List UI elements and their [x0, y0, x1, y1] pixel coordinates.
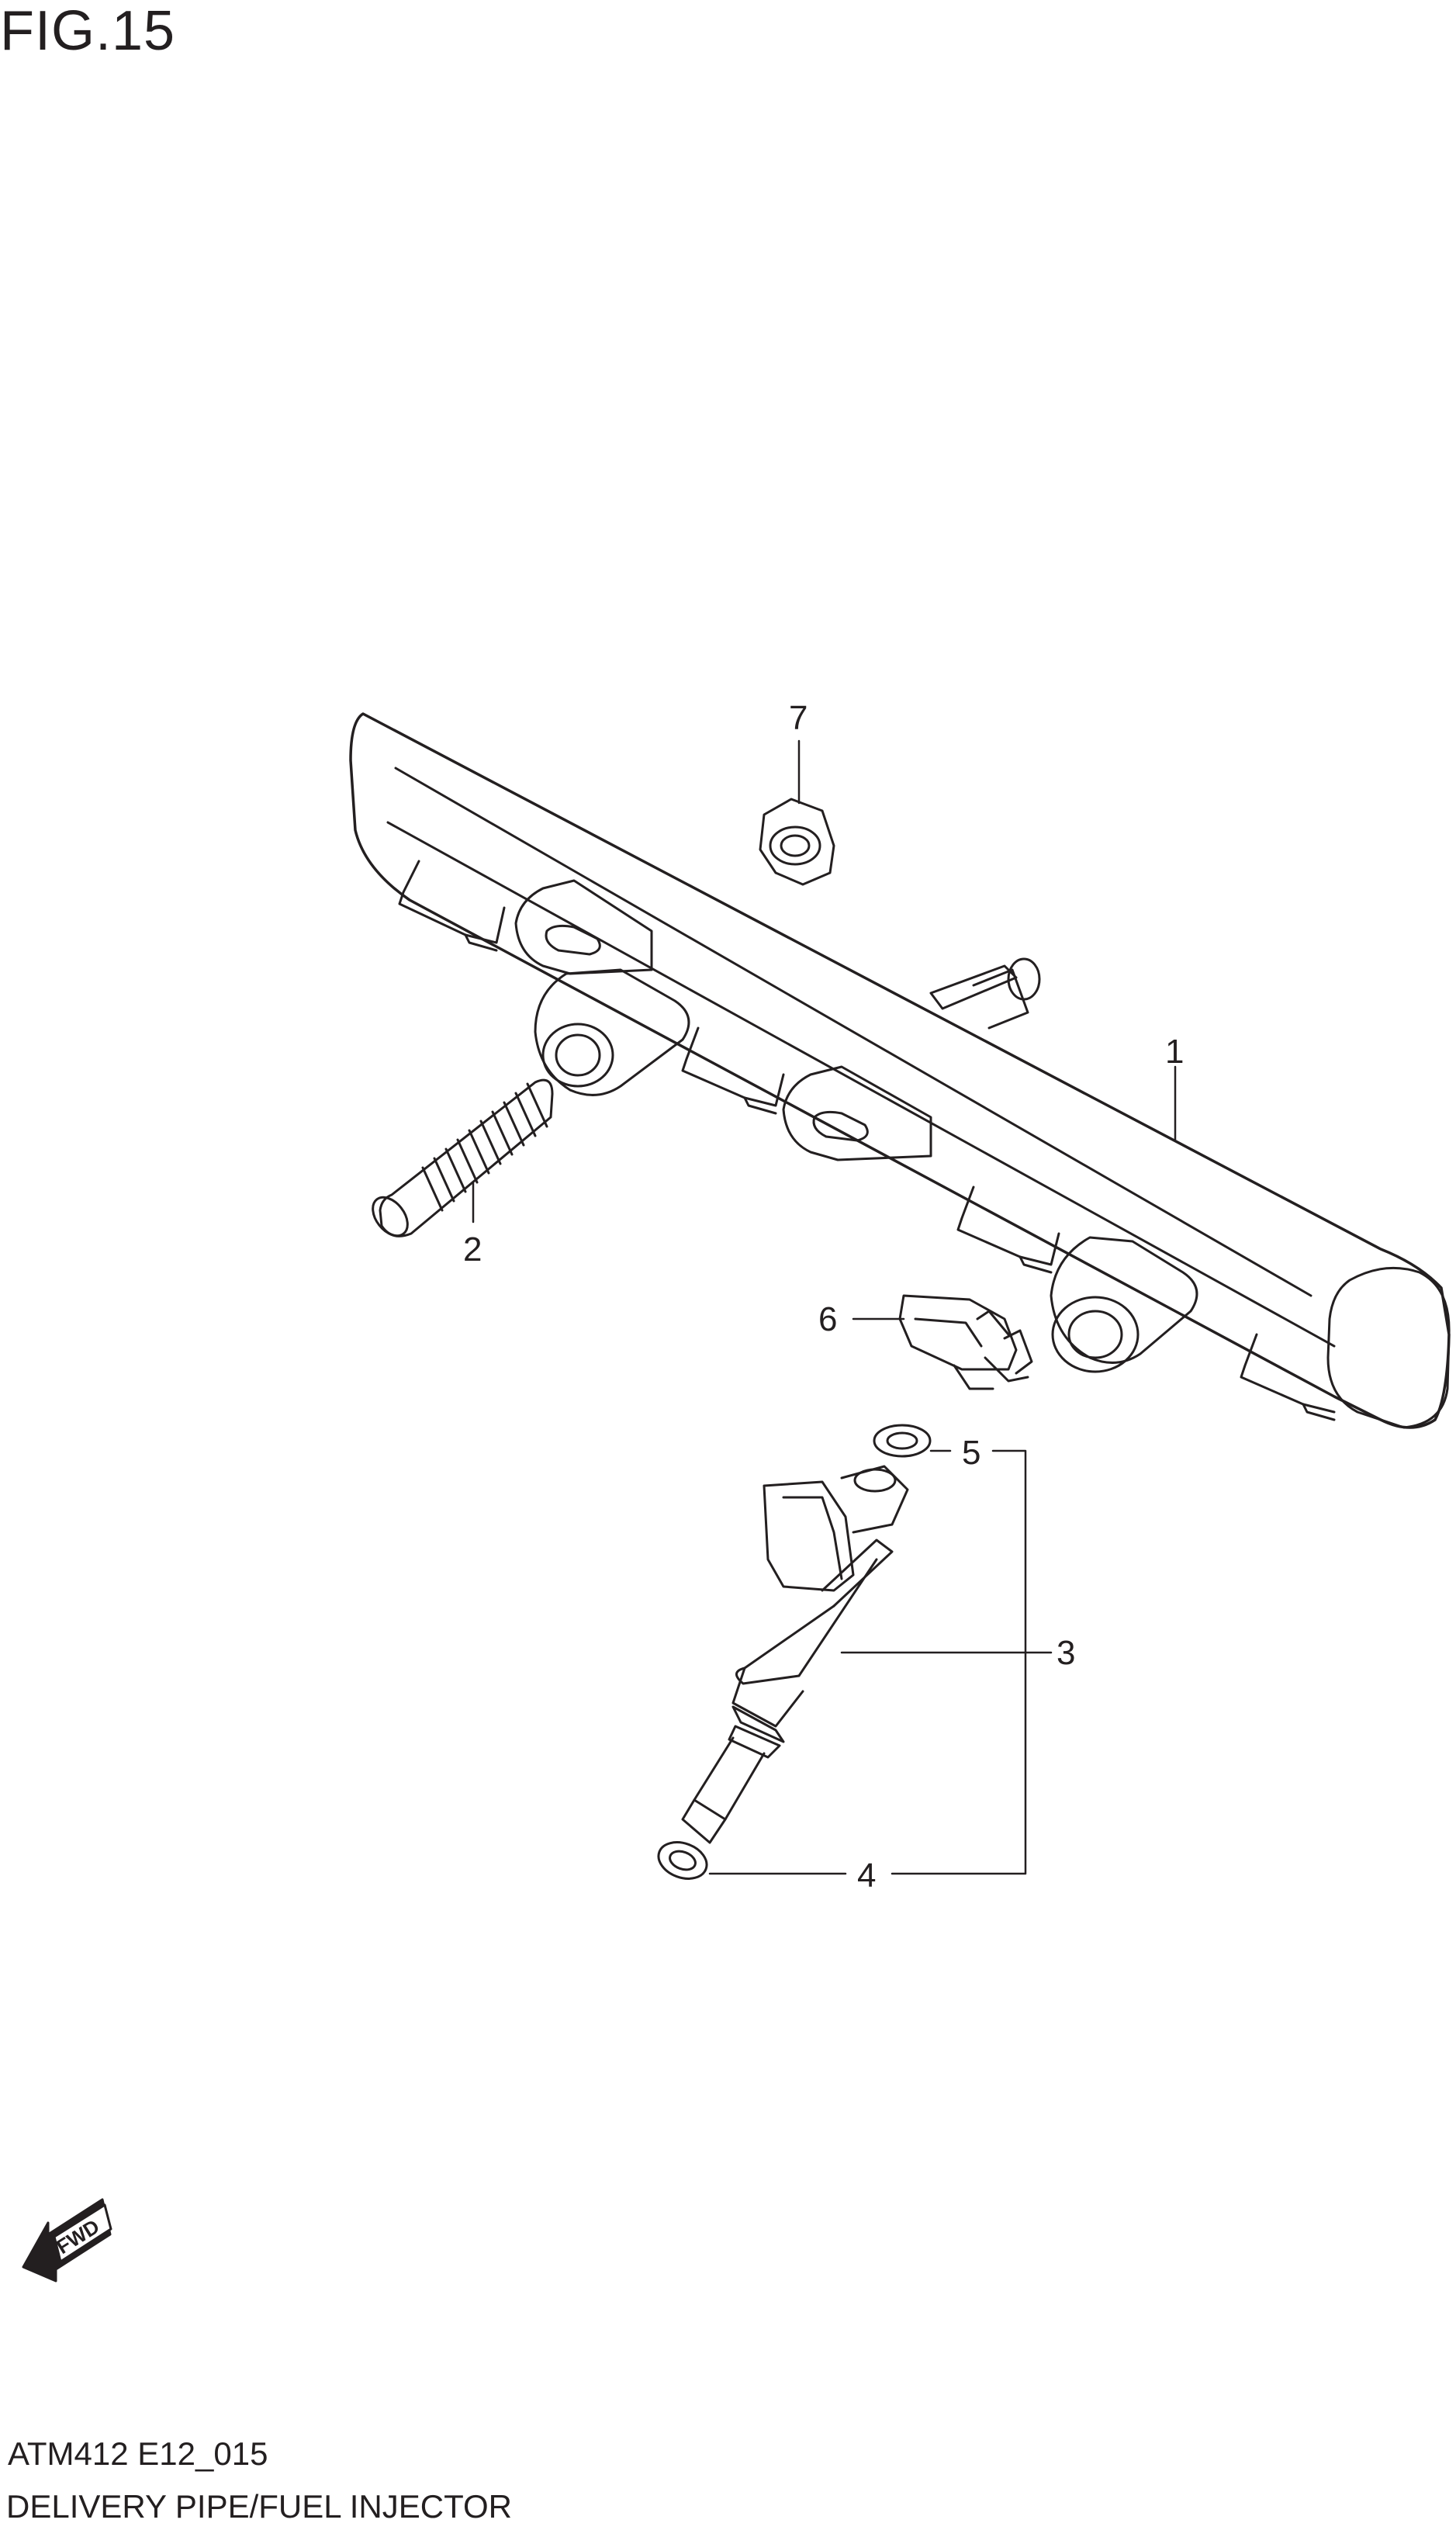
callout-4: 4: [857, 1857, 876, 1895]
callout-labels: 1 2 3 4 5 6 7: [463, 699, 1184, 1895]
drawing-name: DELIVERY PIPE/FUEL INJECTOR: [6, 2488, 512, 2525]
callout-6: 6: [818, 1300, 837, 1338]
callout-5: 5: [962, 1434, 980, 1472]
nut: [759, 798, 835, 886]
injector-clip: [898, 1294, 1033, 1390]
o-ring-lower: [657, 1841, 708, 1880]
drawing-code: ATM412 E12_015: [8, 2435, 268, 2472]
figure-title: FIG.15: [0, 0, 176, 62]
fuel-injector: [681, 1465, 909, 1844]
stud-bolt: [372, 1078, 554, 1237]
callout-2: 2: [463, 1230, 482, 1268]
callout-1: 1: [1165, 1033, 1184, 1071]
o-ring-upper: [873, 1424, 932, 1458]
delivery-pipe: [349, 712, 1451, 1429]
leader-lines: [472, 739, 1177, 1875]
callout-7: 7: [789, 699, 808, 737]
fwd-arrow-icon: FWD: [22, 2198, 112, 2283]
callout-3: 3: [1057, 1634, 1075, 1672]
